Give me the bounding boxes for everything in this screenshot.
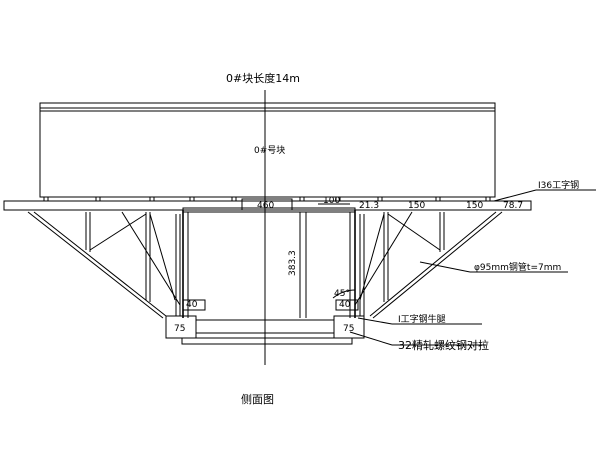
corbels <box>182 299 359 311</box>
dim-45: 45° <box>334 289 350 299</box>
leader-lines <box>349 189 596 346</box>
zero-block <box>39 102 496 198</box>
dim-40-left: 40 <box>186 300 198 310</box>
dim-3833: 383.3 <box>288 250 298 276</box>
pier <box>182 203 356 318</box>
caption: 侧面图 <box>241 393 274 406</box>
label-beam: Ⅰ工字钢牛腿 <box>398 313 446 325</box>
label-pipe: φ95mm钢管t=7mm <box>474 261 561 273</box>
i36-beam <box>3 198 532 211</box>
top-title: 0#块长度14m <box>226 71 300 85</box>
dim-460: 460 <box>257 201 274 211</box>
dim-150-b: 150 <box>466 201 483 211</box>
left-truss <box>27 211 181 319</box>
label-i36: I36工字钢 <box>538 179 579 191</box>
right-truss <box>354 211 503 319</box>
dim-75-right: 75 <box>343 324 354 334</box>
label-rebar: 32精轧螺纹钢对拉 <box>398 338 489 352</box>
dim-213: 21.3 <box>359 201 379 211</box>
block-label: 0#号块 <box>254 144 285 156</box>
dim-75-left: 75 <box>174 324 185 334</box>
dim-100: 100 <box>323 196 340 206</box>
dim-40-right: 40 <box>339 300 351 310</box>
dim-150-a: 150 <box>408 201 425 211</box>
pier-base <box>165 315 365 345</box>
dim-787: 78.7 <box>503 201 523 211</box>
angle-arc <box>332 289 356 299</box>
beam-brackets <box>43 196 491 201</box>
